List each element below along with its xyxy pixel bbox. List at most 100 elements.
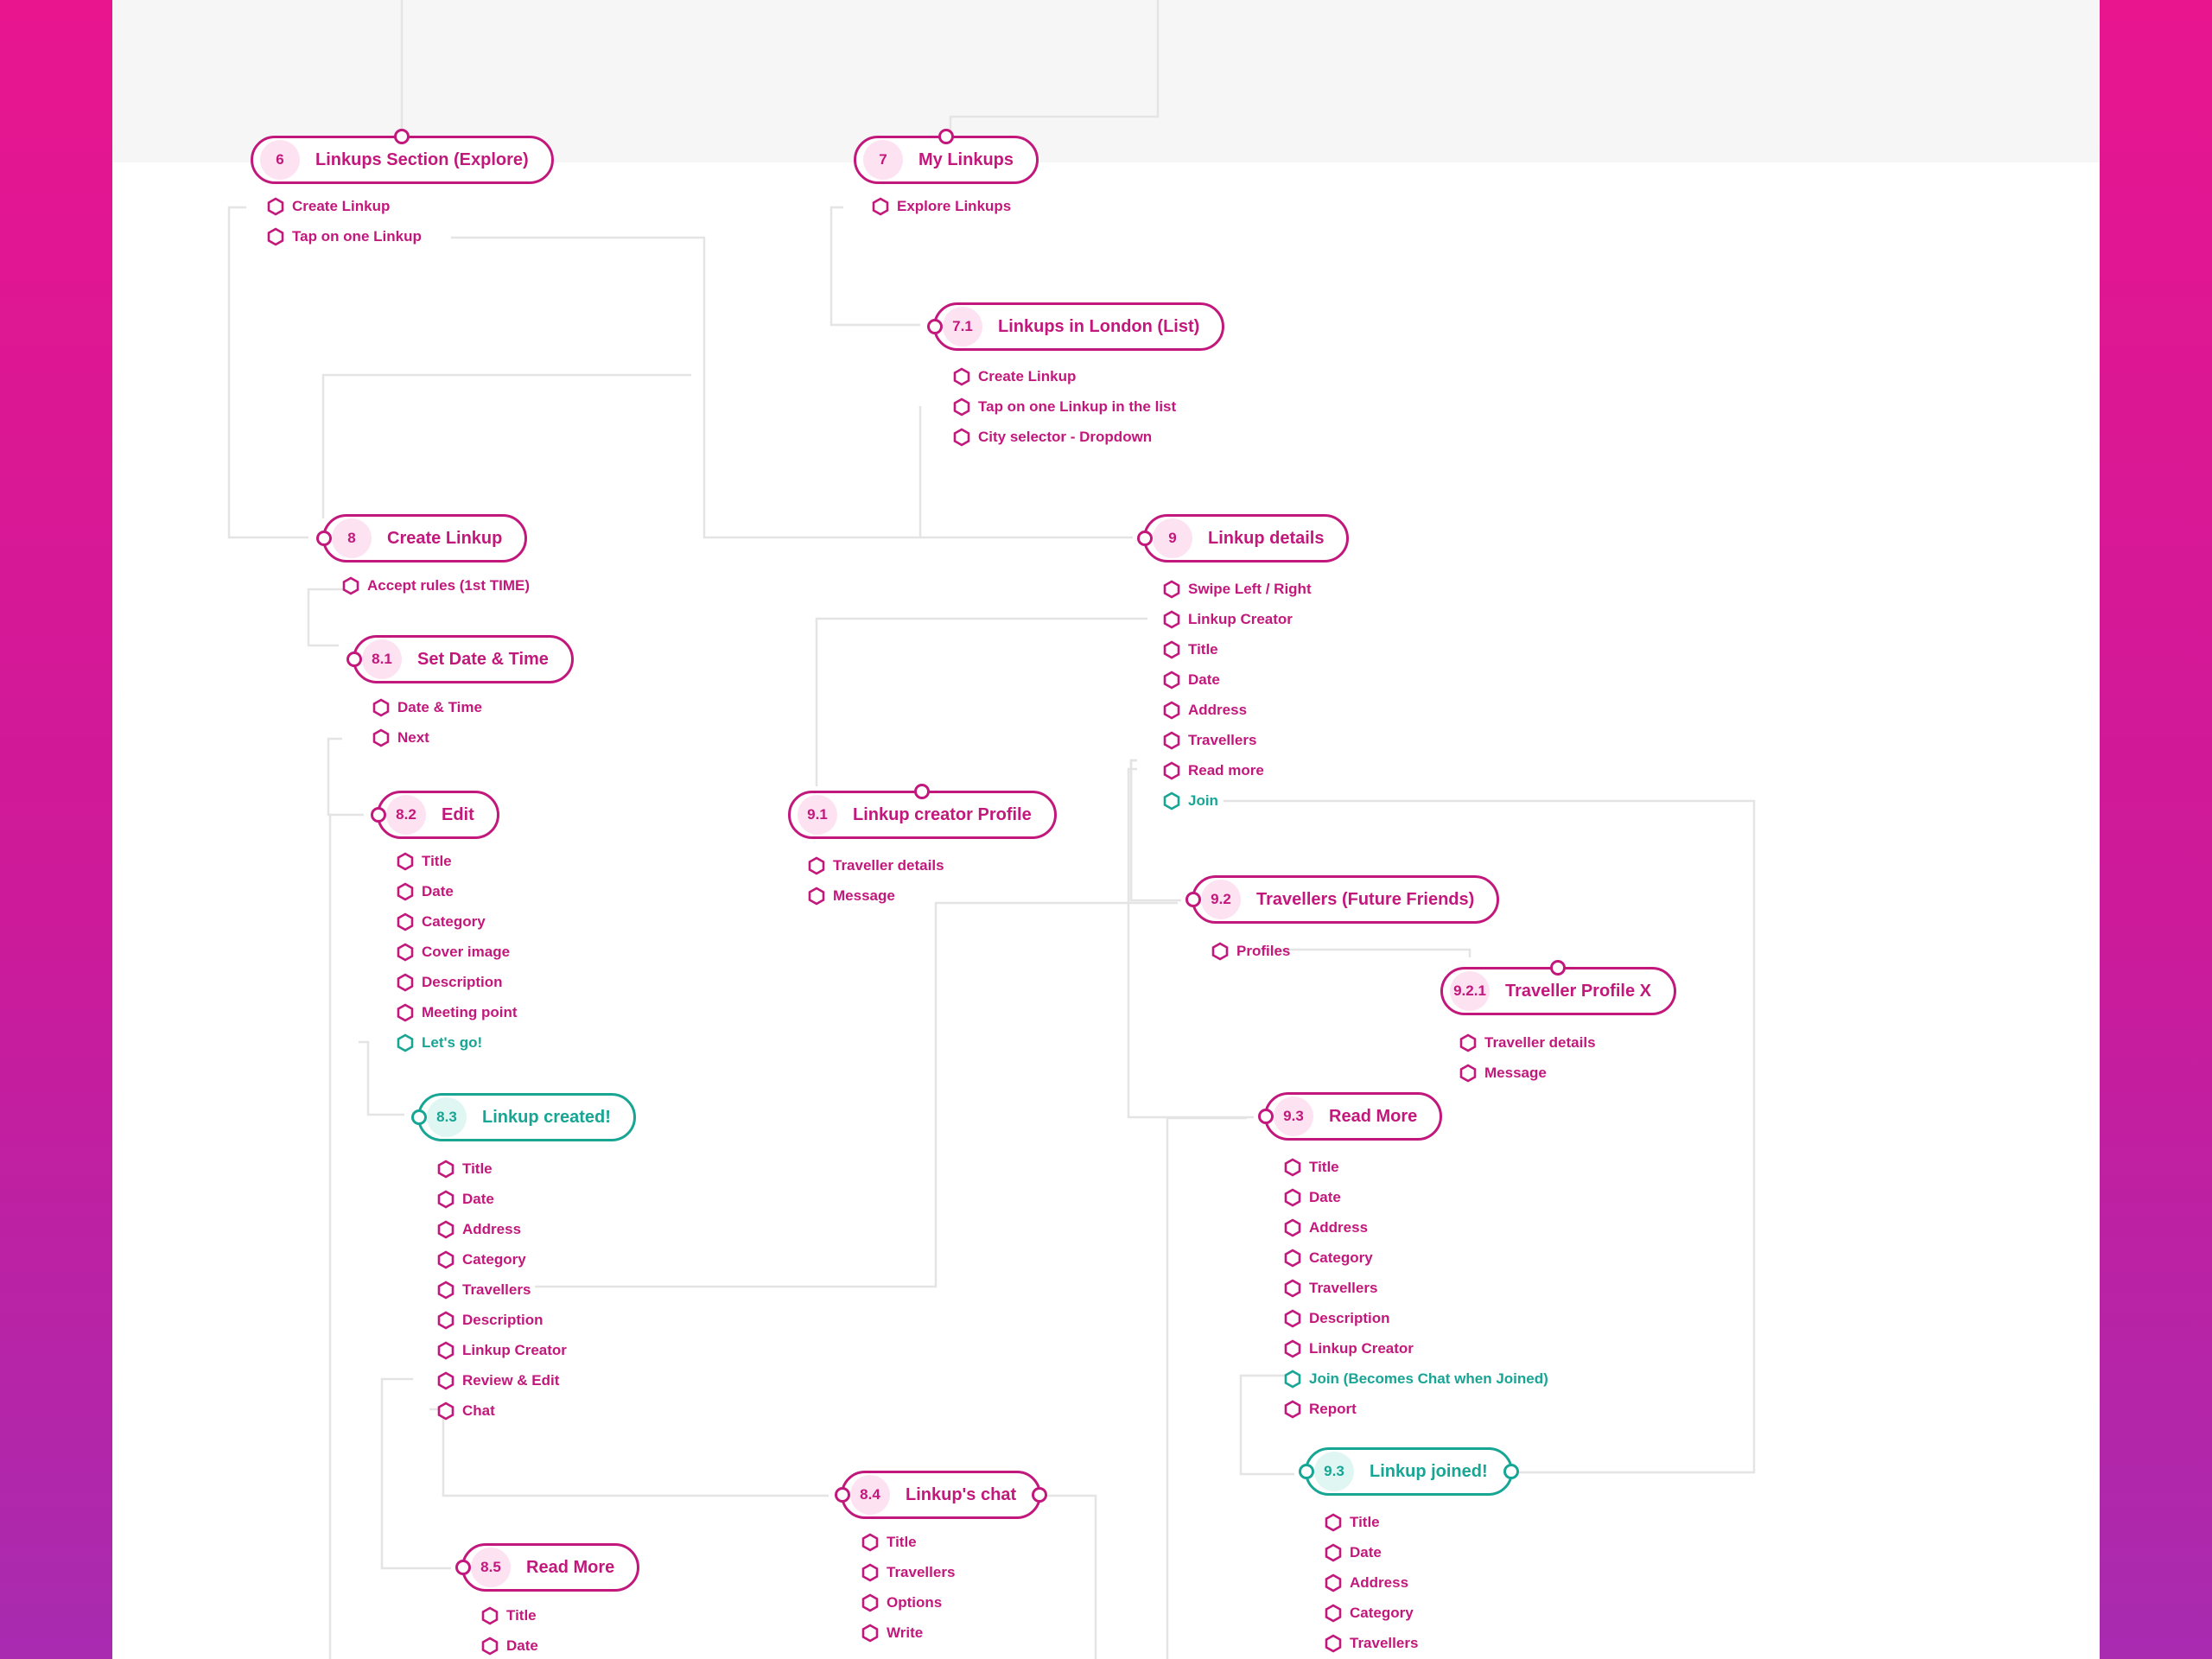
list-item[interactable]: Let's go!	[396, 1027, 517, 1058]
list-item[interactable]: Chat	[436, 1395, 567, 1426]
list-item[interactable]: Address	[1162, 695, 1312, 725]
hexagon-icon	[1162, 731, 1181, 750]
list-item[interactable]: Date	[396, 876, 517, 906]
connector-port-left[interactable]	[411, 1109, 427, 1125]
list-item[interactable]: Category	[436, 1244, 567, 1274]
list-item[interactable]: Read more	[1162, 755, 1312, 785]
list-item[interactable]: Linkup Creator	[1283, 1333, 1548, 1363]
list-item-label: Join (Becomes Chat when Joined)	[1309, 1370, 1548, 1387]
connector-port-left[interactable]	[316, 531, 332, 546]
list-item[interactable]: Next	[372, 722, 482, 753]
connector-port-top[interactable]	[938, 129, 954, 144]
list-item[interactable]: Category	[396, 906, 517, 937]
list-item[interactable]: Date	[480, 1630, 538, 1659]
connector-port-right[interactable]	[1503, 1464, 1519, 1479]
hexagon-icon	[1162, 671, 1181, 690]
list-item[interactable]: Address	[1324, 1567, 1418, 1598]
list-item[interactable]: Category	[1283, 1243, 1548, 1273]
list-item[interactable]: Date	[436, 1184, 567, 1214]
list-item[interactable]: Tap on one Linkup in the list	[952, 391, 1176, 422]
list-item[interactable]: Accept rules (1st TIME)	[341, 570, 530, 601]
list-item[interactable]: Report	[1283, 1394, 1548, 1424]
list-item[interactable]: Travellers	[1162, 725, 1312, 755]
list-item[interactable]: Swipe Left / Right	[1162, 574, 1312, 604]
list-item[interactable]: Address	[436, 1214, 567, 1244]
list-item[interactable]: Title	[396, 846, 517, 876]
connector-port-top[interactable]	[1550, 960, 1567, 976]
list-item[interactable]: Options	[861, 1587, 955, 1618]
list-item[interactable]: Title	[1324, 1507, 1418, 1537]
list-item[interactable]: Travellers	[1283, 1273, 1548, 1303]
list-item[interactable]: Meeting point	[396, 997, 517, 1027]
list-item[interactable]: Write	[861, 1618, 955, 1648]
list-item[interactable]: Tap on one Linkup	[266, 221, 422, 251]
list-item[interactable]: Date	[1162, 664, 1312, 695]
list-item[interactable]: Title	[861, 1527, 955, 1557]
hexagon-icon	[1162, 791, 1181, 810]
connector-port-left[interactable]	[1299, 1464, 1314, 1479]
list-item[interactable]: Address	[1283, 1212, 1548, 1243]
list-item[interactable]: Join (Becomes Chat when Joined)	[1283, 1363, 1548, 1394]
connector-port-left[interactable]	[371, 807, 386, 823]
list-item[interactable]: Profiles	[1211, 936, 1290, 966]
connector-port-left[interactable]	[455, 1560, 471, 1575]
list-item[interactable]: Title	[436, 1154, 567, 1184]
list-item[interactable]: Travellers	[1324, 1628, 1418, 1658]
list-item[interactable]: Category	[1324, 1598, 1418, 1628]
hexagon-icon	[436, 1311, 455, 1330]
list-item[interactable]: Linkup Creator	[436, 1335, 567, 1365]
list-item[interactable]: Date	[1324, 1537, 1418, 1567]
connector-port-left[interactable]	[835, 1487, 850, 1503]
node-number: 8.2	[386, 795, 426, 835]
list-item[interactable]: Title	[1283, 1152, 1548, 1182]
connector-port-top[interactable]	[394, 129, 410, 144]
list-item[interactable]: Title	[480, 1600, 538, 1630]
list-item[interactable]: Message	[1459, 1058, 1596, 1088]
list-item[interactable]: Create Linkup	[266, 191, 422, 221]
list-item[interactable]: Travellers	[861, 1557, 955, 1587]
list-item[interactable]: Explore Linkups	[871, 191, 1011, 221]
connector-port-left[interactable]	[1137, 531, 1153, 546]
list-item[interactable]: Date & Time	[372, 692, 482, 722]
connector-line	[1239, 1374, 1300, 1476]
list-item[interactable]: Description	[1283, 1303, 1548, 1333]
connector-port-left[interactable]	[346, 652, 362, 667]
list-item[interactable]: Linkup Creator	[1162, 604, 1312, 634]
list-item[interactable]: Traveller details	[1459, 1027, 1596, 1058]
connector-port-left[interactable]	[1185, 892, 1201, 907]
list-item[interactable]: Date	[1283, 1182, 1548, 1212]
list-item[interactable]: Review & Edit	[436, 1365, 567, 1395]
connector-port-left[interactable]	[1258, 1109, 1274, 1124]
list-item[interactable]: Message	[807, 880, 944, 911]
list-item[interactable]: Travellers	[436, 1274, 567, 1305]
list-item[interactable]: Title	[1162, 634, 1312, 664]
list-item[interactable]: Cover image	[396, 937, 517, 967]
connector-port-left[interactable]	[927, 319, 943, 334]
list-item-label: Linkup Creator	[1309, 1339, 1414, 1357]
connector-port-right[interactable]	[1032, 1487, 1048, 1503]
list-item[interactable]: Create Linkup	[952, 361, 1176, 391]
list-item[interactable]: Join	[1162, 785, 1312, 816]
connector-layer	[227, 0, 1756, 1659]
connector-port-top[interactable]	[914, 784, 931, 799]
list-item[interactable]: Traveller details	[807, 850, 944, 880]
list-item[interactable]: City selector - Dropdown	[952, 422, 1176, 452]
list-item[interactable]: Description	[396, 967, 517, 997]
list-item[interactable]: Description	[436, 1305, 567, 1335]
hexagon-icon	[807, 856, 826, 875]
